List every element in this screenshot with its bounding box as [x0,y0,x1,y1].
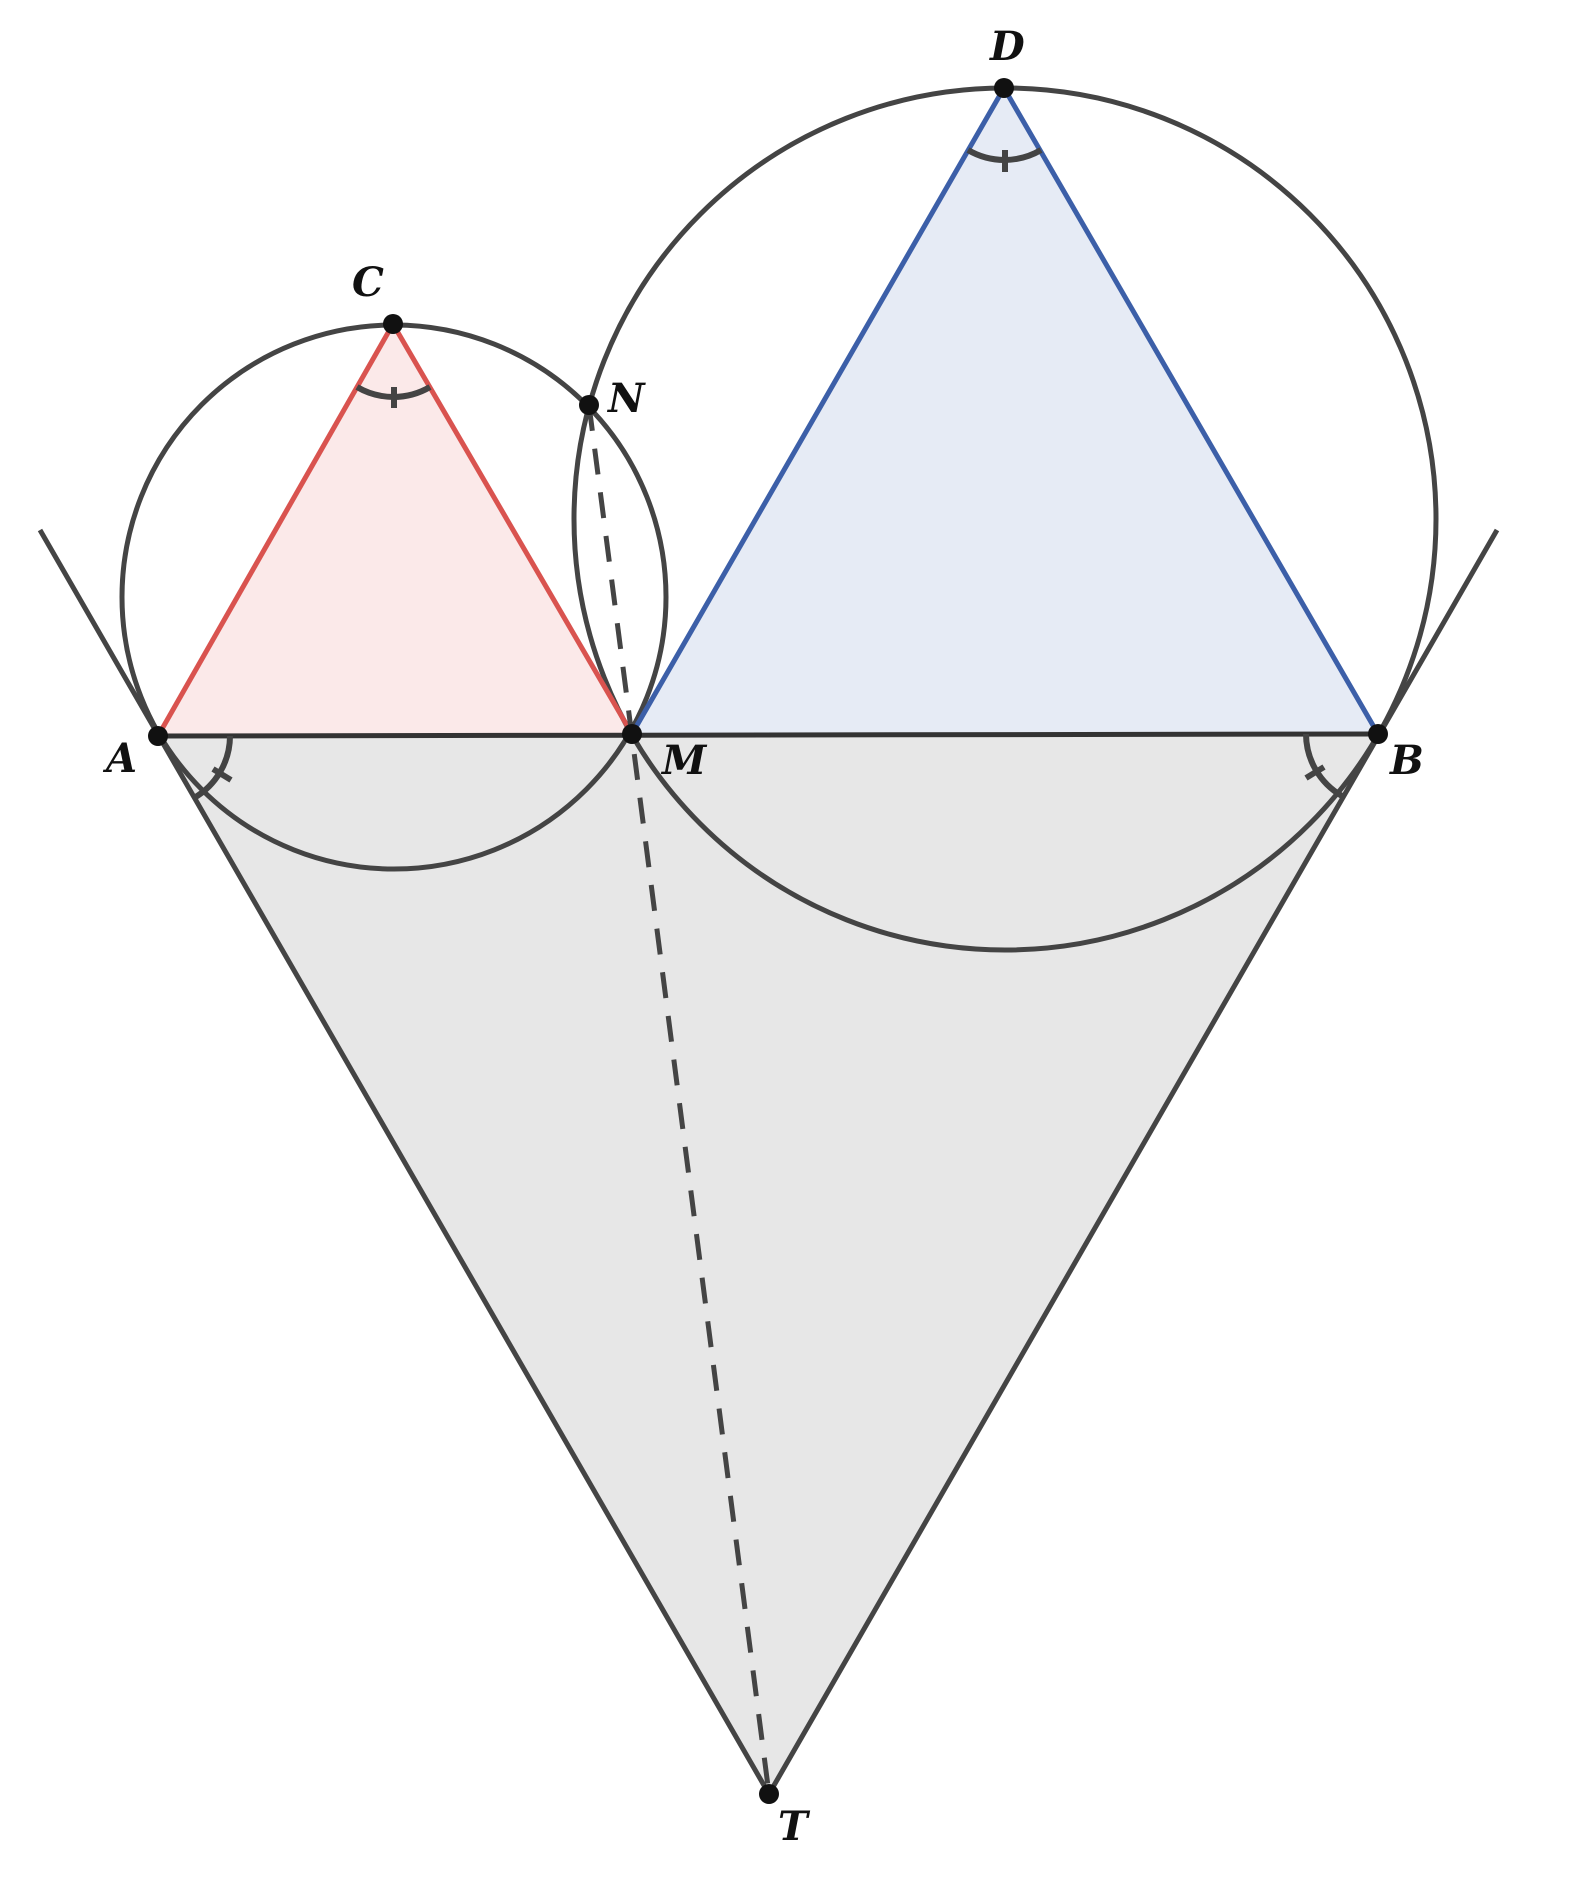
label-N: N [606,375,646,422]
label-D: D [989,23,1025,70]
segment-CM [390,322,635,736]
point-M [622,724,642,744]
point-T [759,1784,779,1804]
segment-AB [157,731,1379,739]
triangle-MDB-fill [632,88,1378,734]
segment-DB [1001,86,1381,736]
point-D [994,78,1014,98]
angle-tick-A [211,766,233,783]
point-B [1368,724,1388,744]
angle-tick-B [1304,764,1326,781]
triangle-ACM-fill [158,324,632,736]
label-A: A [102,735,137,782]
dashed-line-NT [586,404,772,1795]
segment-AC [155,322,396,738]
segment-MD [629,86,1007,736]
label-B: B [1389,737,1424,784]
label-T: T [778,1803,811,1850]
point-C [383,314,403,334]
point-A [148,726,168,746]
triangle-ABT-fill [158,734,1378,1794]
point-N [579,395,599,415]
label-M: M [660,737,708,784]
label-C: C [352,259,384,306]
